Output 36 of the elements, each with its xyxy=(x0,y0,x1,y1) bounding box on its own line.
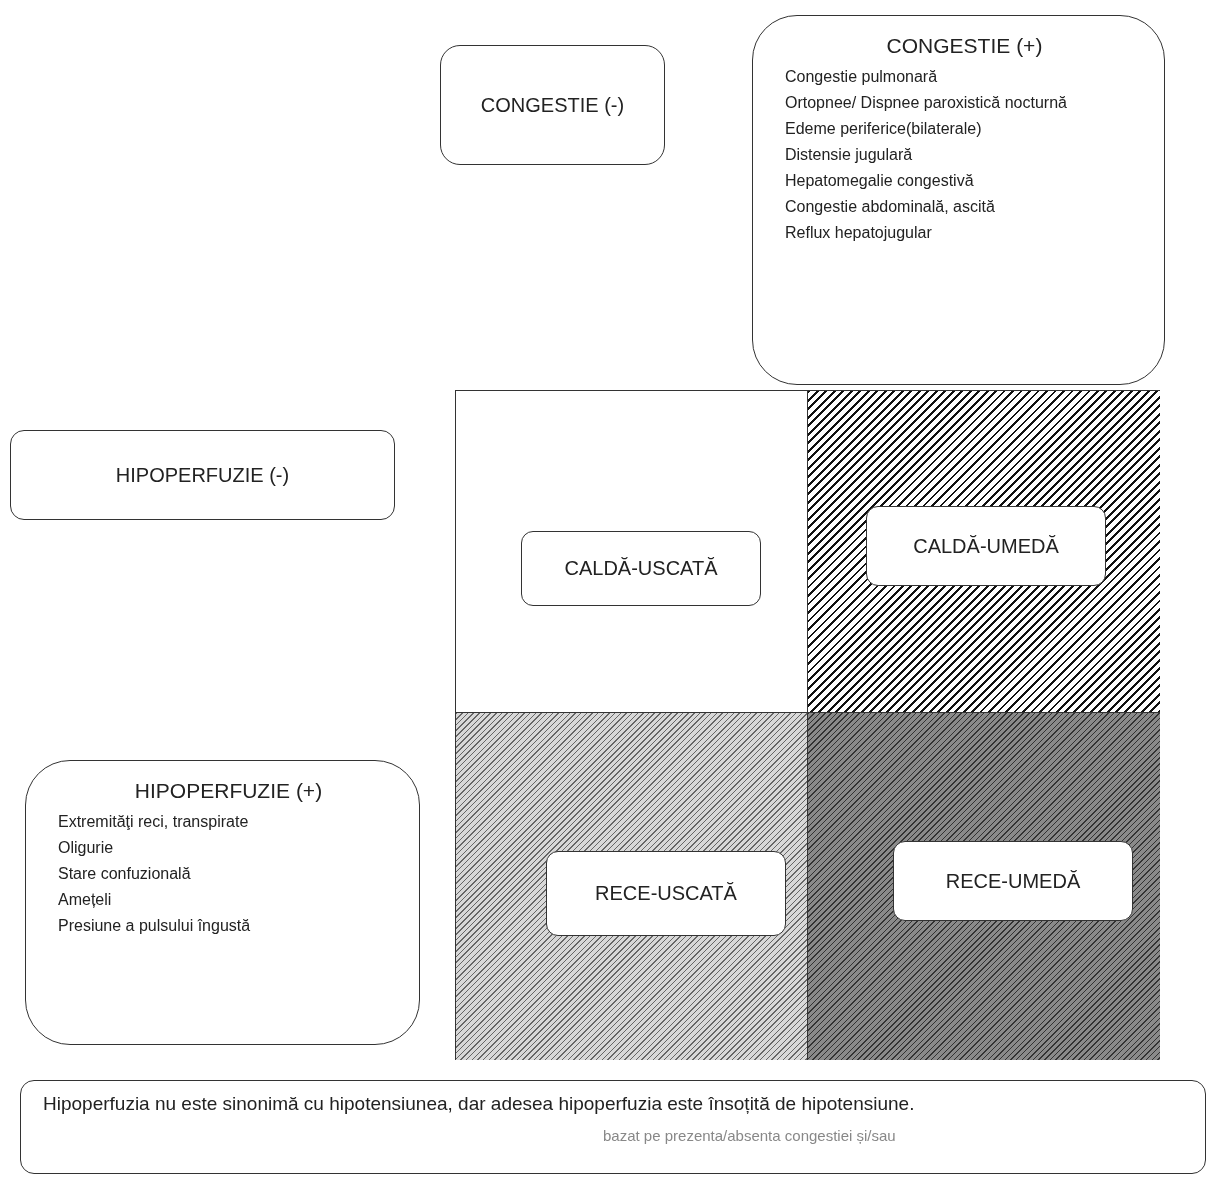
label-box xyxy=(521,531,761,606)
symptom-item: Hepatomegalie congestivă xyxy=(785,171,975,191)
symptom-item: Presiune a pulsului îngustă xyxy=(58,916,252,936)
symptom-item: Stare confuzională xyxy=(58,864,192,884)
quadrant-grid xyxy=(455,390,1160,1060)
quadrant-panel xyxy=(808,391,1160,713)
label-box xyxy=(10,430,395,520)
box-label: CALDĂ-UMEDĂ xyxy=(913,534,1059,558)
box-label: CONGESTIE (-) xyxy=(480,93,625,117)
note-text: Hipoperfuzia nu este sinonimă cu hipotensiunea, dar adesea hipoperfuzia este însoțită de hipotensiune. xyxy=(43,1093,916,1115)
quadrant-panel xyxy=(456,391,808,713)
symptom-item: Amețeli xyxy=(58,890,113,910)
label-box xyxy=(866,506,1106,586)
box-label: HIPOPERFUZIE (-) xyxy=(115,463,290,487)
symptom-item: Reflux hepatojugular xyxy=(785,223,933,243)
symptom-item: Distensie jugulară xyxy=(785,145,914,165)
quadrant-panel xyxy=(456,713,808,1060)
symptom-card xyxy=(752,15,1165,385)
label-box xyxy=(893,841,1133,921)
symptom-item: Oligurie xyxy=(58,838,115,858)
note-box xyxy=(20,1080,1206,1174)
symptom-item: Congestie pulmonară xyxy=(785,67,939,87)
box-label: RECE-UMEDĂ xyxy=(945,869,1081,893)
symptom-item: Edeme periferice(bilaterale) xyxy=(785,119,983,139)
quadrant-panel xyxy=(808,713,1160,1060)
box-label: CALDĂ-USCATĂ xyxy=(564,557,718,580)
symptom-item: Congestie abdominală, ascită xyxy=(785,197,996,217)
symptom-card xyxy=(25,760,420,1045)
label-box xyxy=(440,45,665,165)
box-label: RECE-USCATĂ xyxy=(595,882,737,905)
note-text: bazat pe prezenta/absenta congestiei și/sau xyxy=(602,1127,897,1144)
box-heading: HIPOPERFUZIE (+) xyxy=(133,779,324,803)
label-box xyxy=(546,851,786,936)
symptom-item: Ortopnee/ Dispnee paroxistică nocturnă xyxy=(785,93,1068,113)
box-heading: CONGESTIE (+) xyxy=(885,34,1044,58)
symptom-item: Extremităţi reci, transpirate xyxy=(58,812,250,832)
